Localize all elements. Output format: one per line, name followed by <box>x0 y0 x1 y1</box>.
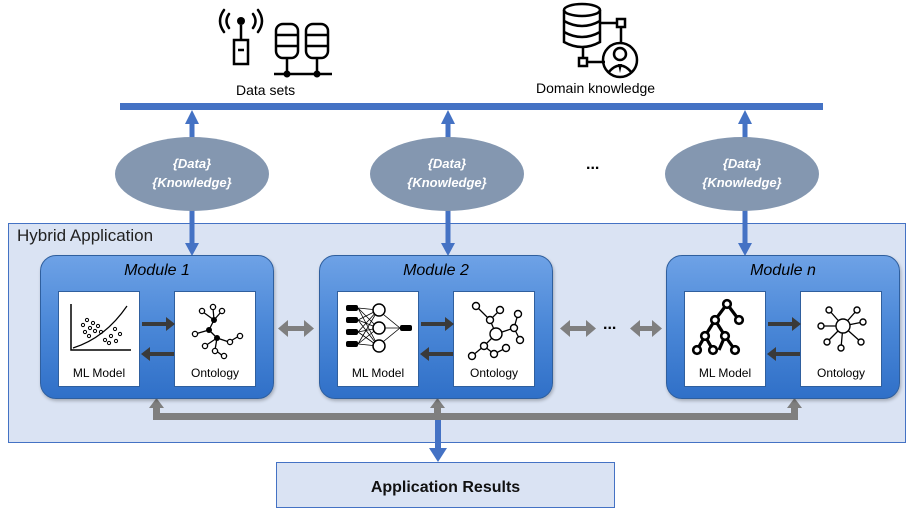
ontology-graph-icon <box>817 306 867 352</box>
ontology-label: Ontology <box>190 366 240 380</box>
module-title: Module 2 <box>403 262 469 279</box>
ellipse-knowledge-label: {Knowledge} <box>702 175 782 190</box>
ontology-box: Ontology <box>174 291 256 387</box>
ellipse-knowledge-label: {Knowledge} <box>152 175 232 190</box>
scatter-plot-icon <box>70 304 131 351</box>
ellipsis-dots-top: ... <box>586 156 600 173</box>
decision-tree-icon <box>691 298 745 356</box>
ml-model-box: ML Model <box>337 291 419 387</box>
module-1: Module 1 ML Model O <box>40 255 274 399</box>
internal-arrows <box>767 317 801 361</box>
antenna-icon <box>218 8 264 66</box>
ml-model-label: ML Model <box>698 366 752 380</box>
ml-model-label: ML Model <box>72 366 126 380</box>
application-results-box: Application Results <box>276 462 615 508</box>
ml-model-box: ML Model <box>684 291 766 387</box>
domain-knowledge-label: Domain knowledge <box>536 80 656 96</box>
neural-network-icon <box>346 303 412 353</box>
module-title: Module 1 <box>124 262 190 279</box>
ml-model-label: ML Model <box>351 366 405 380</box>
ellipse-data-label: {Data} <box>722 156 762 171</box>
ontology-box: Ontology <box>800 291 882 387</box>
data-knowledge-ellipse-2: {Data} {Knowledge} <box>370 137 524 211</box>
database-servers-icon <box>274 22 332 78</box>
module-title: Module n <box>750 262 816 279</box>
ellipse-data-label: {Data} <box>427 156 467 171</box>
internal-arrows <box>420 317 454 361</box>
data-knowledge-ellipse-1: {Data} {Knowledge} <box>115 137 269 211</box>
ellipsis-dots-modules: ... <box>603 316 617 333</box>
data-bus <box>120 103 823 110</box>
ontology-label: Ontology <box>469 366 519 380</box>
application-results-label: Application Results <box>370 479 521 496</box>
ellipse-knowledge-label: {Knowledge} <box>407 175 487 190</box>
ontology-box: Ontology <box>453 291 535 387</box>
ellipse-data-label: {Data} <box>172 156 212 171</box>
ml-model-box: ML Model <box>58 291 140 387</box>
module-2: Module 2 ML Model Ontology <box>319 255 553 399</box>
ontology-graph-icon <box>467 301 525 361</box>
ontology-graph-icon <box>191 303 244 360</box>
internal-arrows <box>141 317 175 361</box>
data-knowledge-ellipse-3: {Data} {Knowledge} <box>665 137 819 211</box>
ontology-label: Ontology <box>816 366 866 380</box>
datasets-label: Data sets <box>236 82 296 98</box>
module-n: Module n ML Model Ontology <box>666 255 900 399</box>
database-user-icon <box>562 2 639 79</box>
hybrid-application-title: Hybrid Application <box>17 226 154 245</box>
